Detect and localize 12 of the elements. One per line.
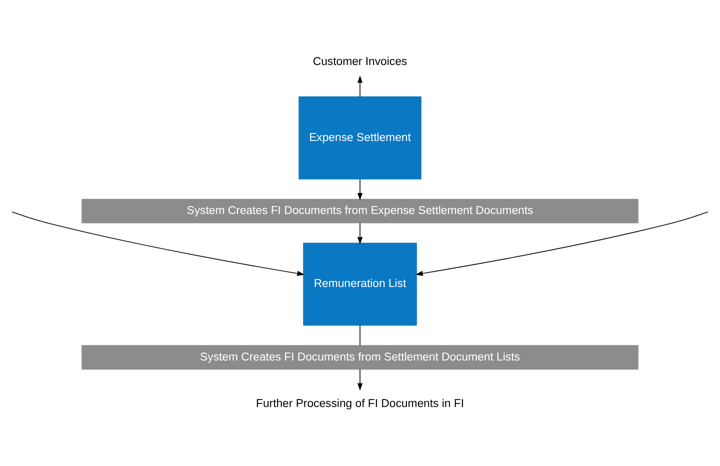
node-box: Expense Settlement bbox=[298, 96, 422, 180]
node-box: Remuneration List bbox=[303, 242, 417, 326]
node-text: Further Processing of FI Documents in FI bbox=[256, 398, 464, 410]
arrow bbox=[357, 368, 363, 391]
arrow bbox=[357, 222, 363, 244]
node-text: Customer Invoices bbox=[312, 56, 408, 68]
arrow bbox=[12, 211, 305, 276]
node-box: System Creates FI Documents from Expense Settlement Documents bbox=[82, 198, 638, 224]
node-box: System Creates FI Documents from Settlement Document Lists bbox=[82, 345, 638, 370]
arrow bbox=[357, 178, 363, 200]
arrow bbox=[415, 211, 708, 276]
arrow bbox=[357, 75, 363, 98]
